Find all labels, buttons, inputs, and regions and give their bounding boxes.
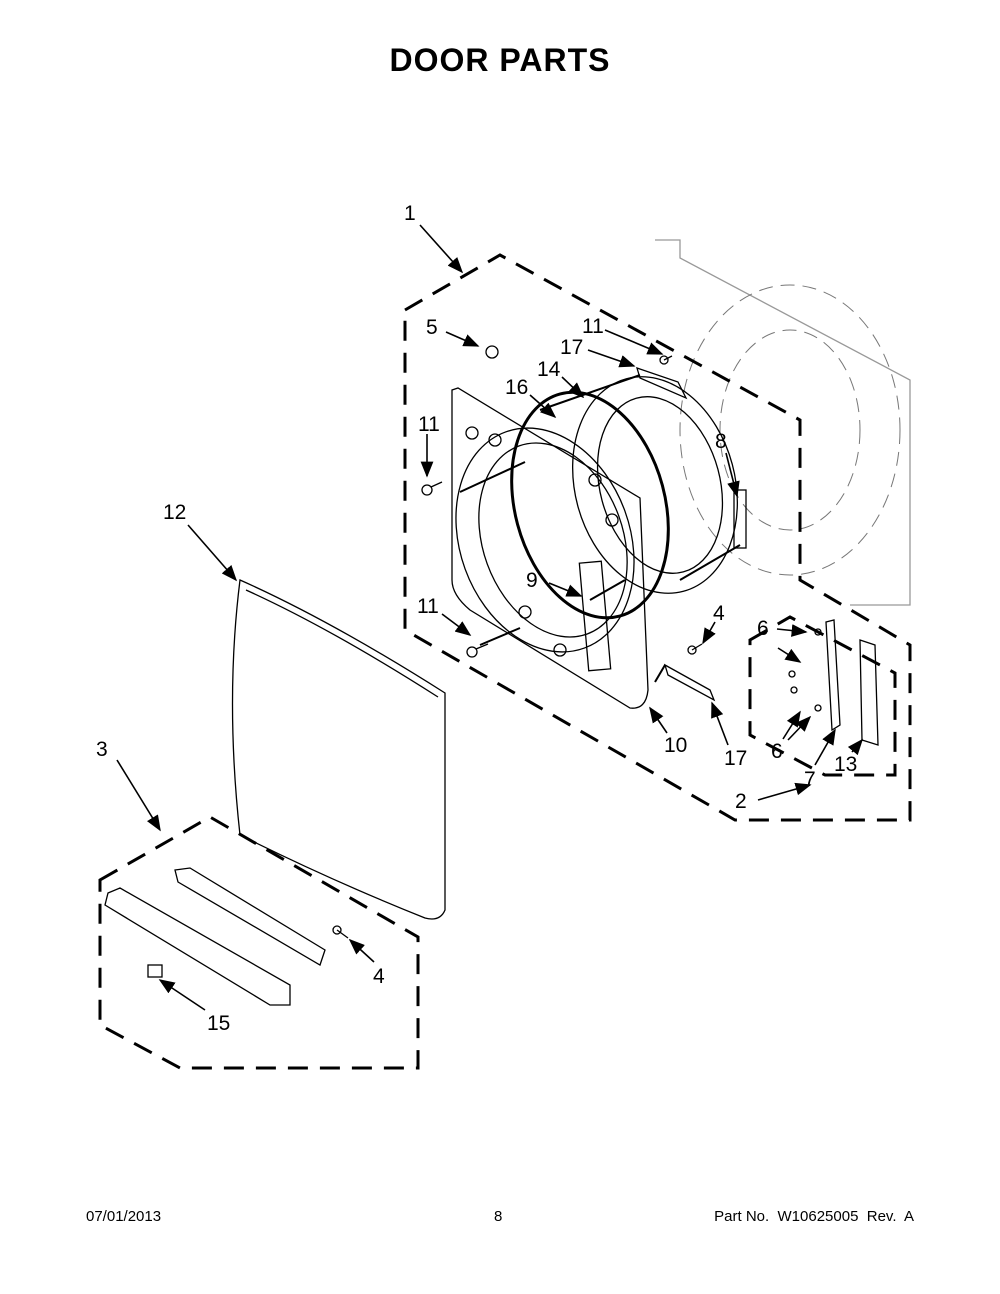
callout-11: 11: [417, 595, 439, 618]
callout-4: 4: [713, 602, 725, 625]
footer-part-number: Part No. W10625005 Rev. A: [714, 1208, 914, 1225]
callout-11: 11: [582, 315, 604, 338]
footer-date: 07/01/2013: [86, 1208, 162, 1225]
screw: [466, 643, 489, 658]
callout-4: 4: [373, 965, 385, 988]
callout-14: 14: [537, 358, 561, 381]
callout-6: 6: [757, 617, 769, 640]
callout-12: 12: [163, 501, 186, 524]
callout-13: 13: [834, 753, 857, 776]
callout-10: 10: [664, 734, 687, 757]
door-button: [147, 964, 163, 978]
inner-door-frame: [451, 387, 649, 709]
callout-labels: 1 5 11 17 14 16 11 8 12 9 11 4 6 10 17 6…: [96, 202, 857, 1035]
callout-8: 8: [715, 430, 727, 453]
screw: [485, 345, 499, 359]
callout-1: 1: [404, 202, 416, 225]
callout-6: 6: [771, 740, 783, 763]
screw: [421, 481, 443, 496]
outer-door-panel: [231, 579, 446, 920]
callout-2: 2: [735, 790, 747, 813]
console-trim: [104, 887, 291, 1006]
callout-17: 17: [724, 747, 747, 770]
page-title: DOOR PARTS: [389, 42, 611, 78]
callout-15: 15: [207, 1012, 230, 1035]
callout-17: 17: [560, 336, 583, 359]
door-gasket: [510, 390, 670, 620]
console-bracket: [174, 867, 326, 966]
cabinet-outline: [655, 239, 911, 606]
callout-3: 3: [96, 738, 108, 761]
hinge: [733, 489, 747, 549]
callout-7: 7: [804, 768, 816, 791]
group-2-box: [748, 615, 897, 777]
screw: [687, 643, 703, 655]
callout-5: 5: [426, 316, 438, 339]
group-3-box: [98, 815, 420, 1070]
group-1-box: [403, 253, 912, 822]
screw: [659, 355, 673, 365]
callout-16: 16: [505, 376, 528, 399]
callout-9: 9: [526, 569, 538, 592]
hinge-assembly: [825, 619, 841, 732]
door-handle: [578, 560, 612, 672]
callout-11: 11: [418, 413, 440, 436]
footer-page-number: 8: [494, 1208, 503, 1225]
hinge-plate: [859, 639, 879, 746]
screw: [332, 925, 349, 939]
callout-arrows: [116, 224, 864, 1011]
